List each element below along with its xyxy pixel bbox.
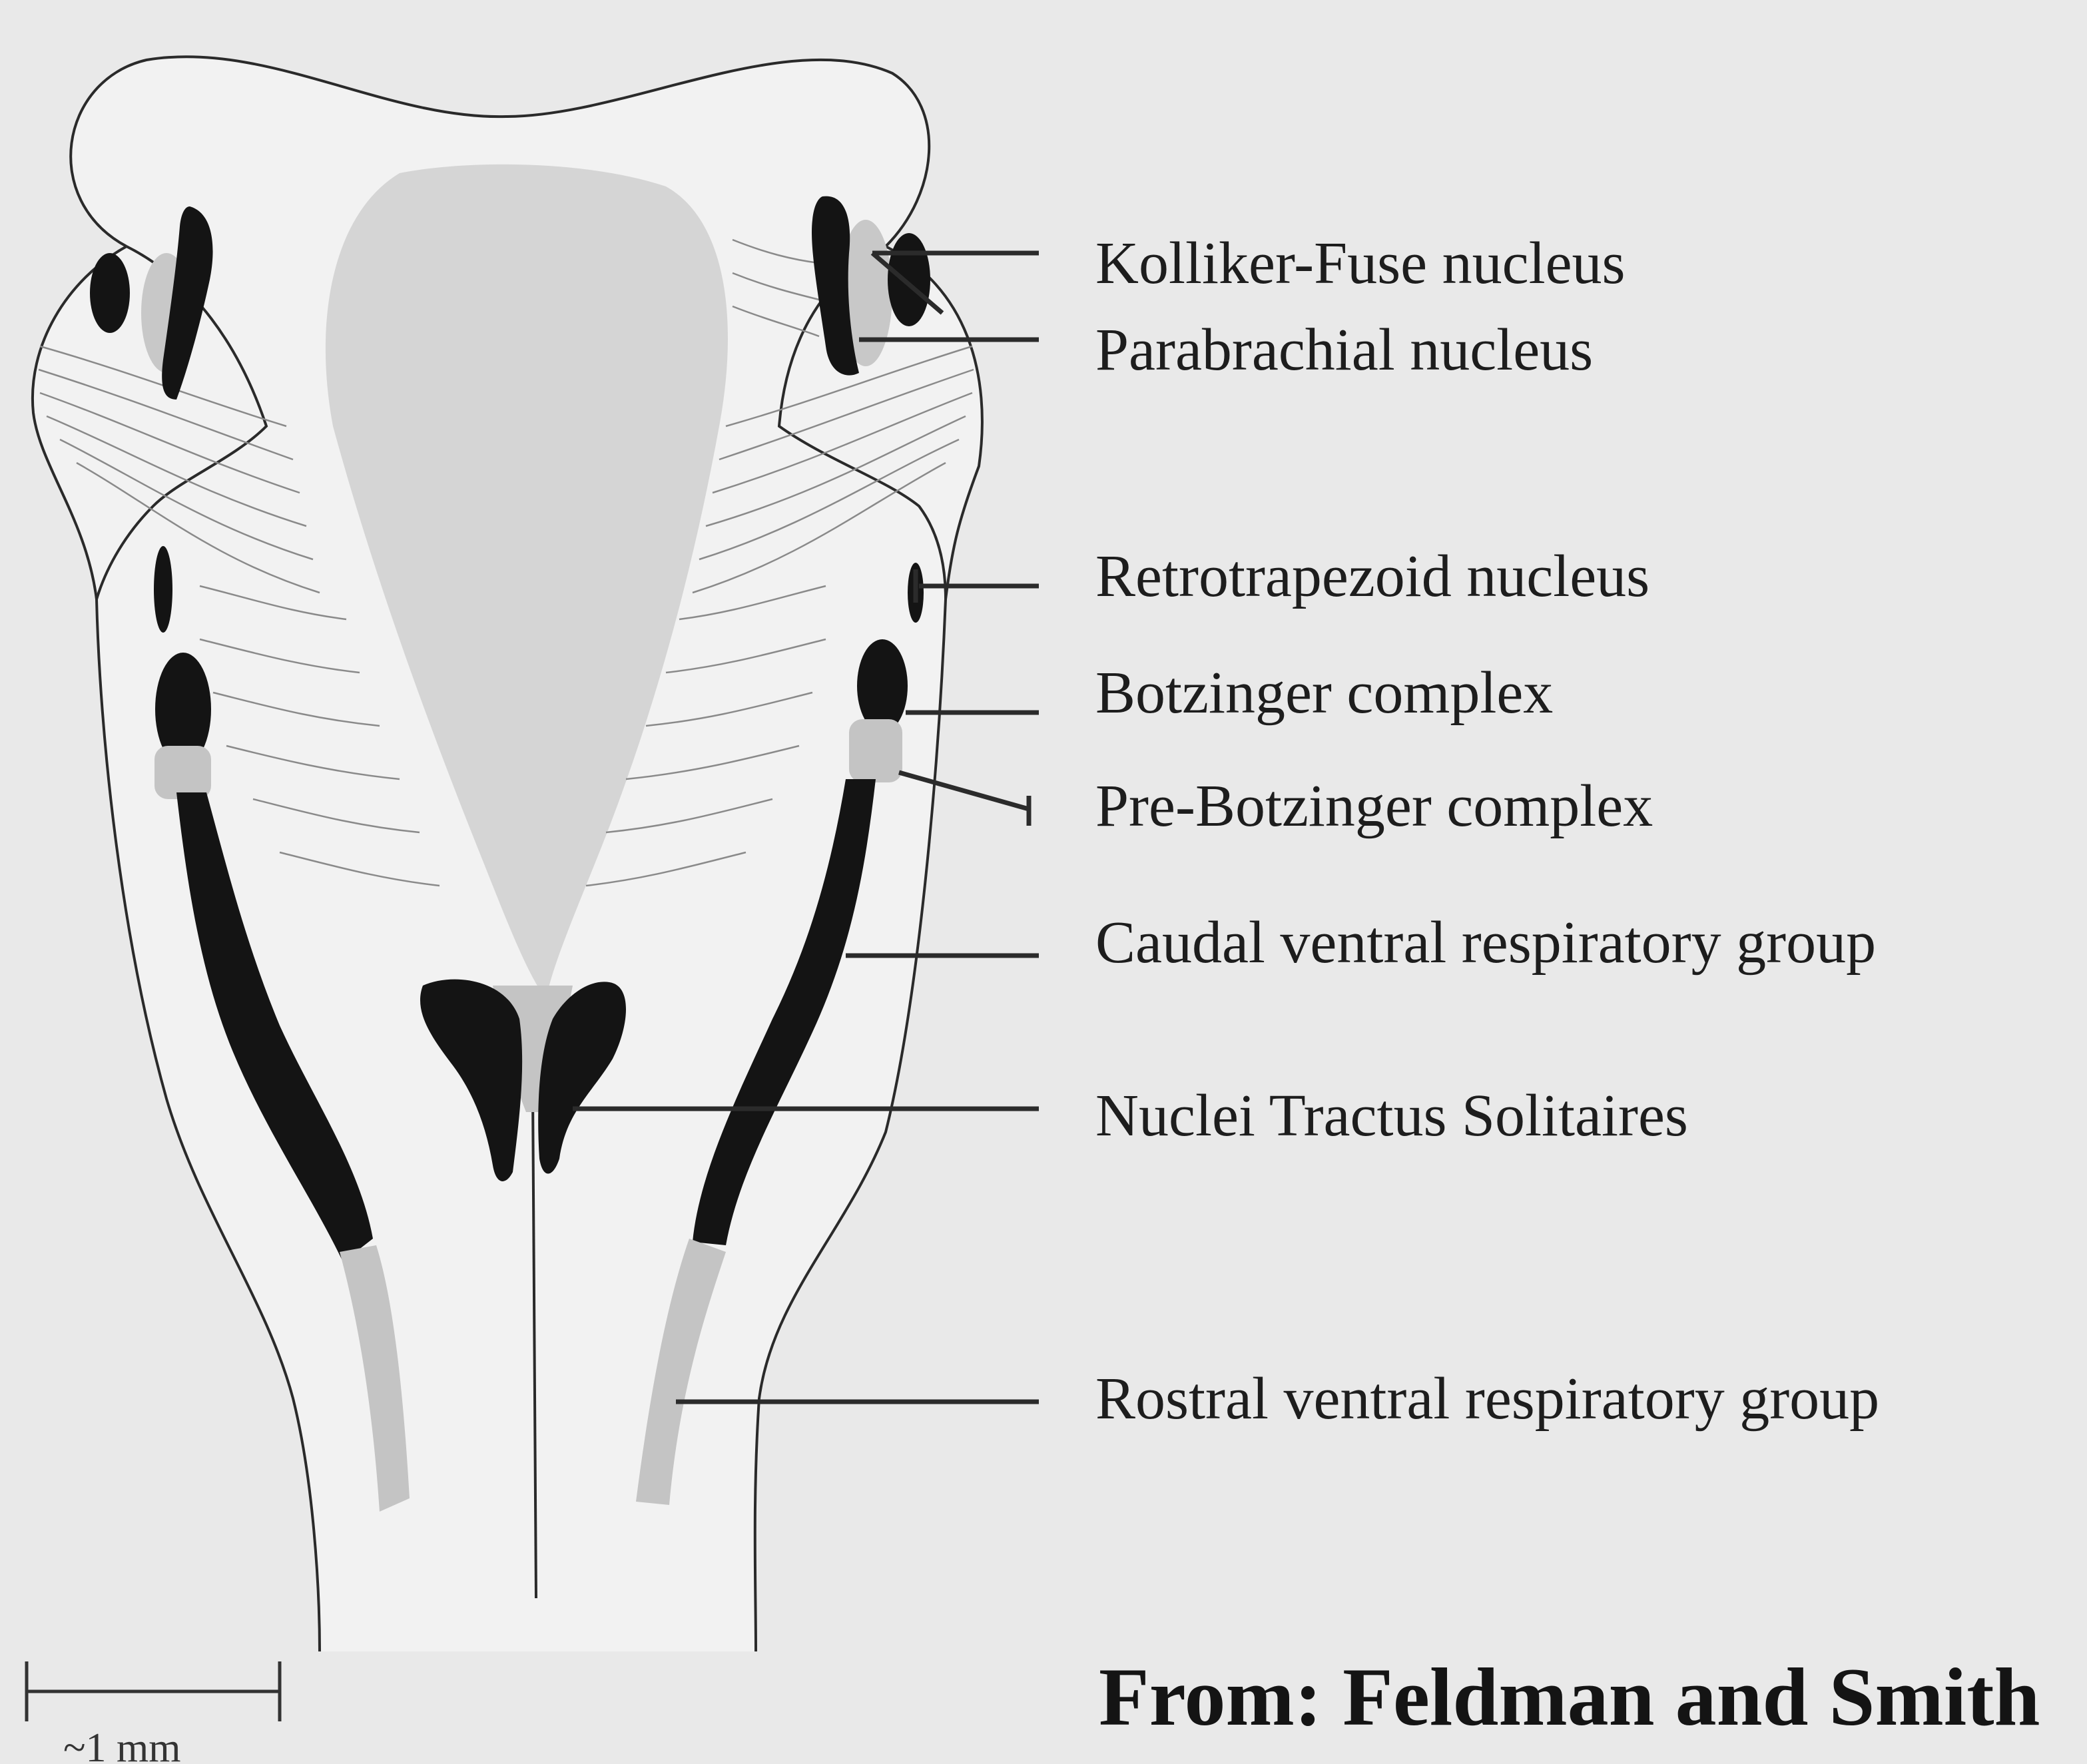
source-credit: From: Feldman and Smith (1099, 1651, 2040, 1743)
label-kolliker-fuse-nucleus: Kolliker-Fuse nucleus (1095, 230, 1626, 296)
label-botzinger-complex: Botzinger complex (1095, 660, 1553, 726)
label-retrotrapezoid-nucleus: Retrotrapezoid nucleus (1095, 543, 1649, 609)
label-caudal-ventral-respiratory-group: Caudal ventral respiratory group (1095, 910, 1876, 976)
label-nuclei-tractus-solitaires: Nuclei Tractus Solitaires (1095, 1083, 1688, 1149)
label-pre-botzinger-complex: Pre-Botzinger complex (1095, 773, 1653, 839)
label-parabrachial-nucleus: Parabrachial nucleus (1095, 317, 1593, 383)
label-rostral-ventral-respiratory-group: Rostral ventral respiratory group (1095, 1366, 1879, 1432)
scale-bar-label: ~1 mm (63, 1725, 181, 1764)
